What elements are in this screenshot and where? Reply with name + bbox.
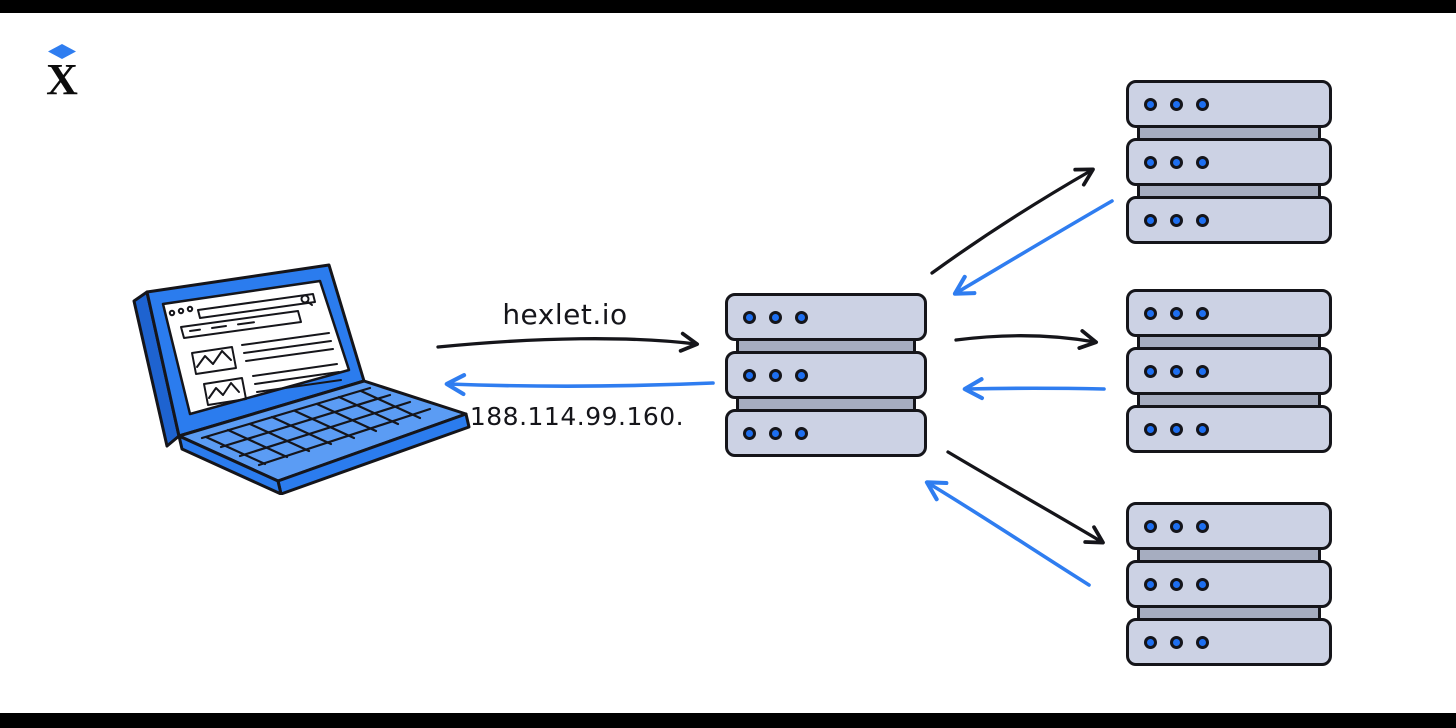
- toolbar-dash: [211, 325, 227, 329]
- server-unit: [1126, 502, 1332, 550]
- arrow-request-dns-to-server-bottom: [946, 450, 1105, 545]
- server-led-dot: [1144, 635, 1157, 649]
- request-label: hexlet.io: [502, 298, 628, 331]
- server-led-dot: [1196, 519, 1209, 533]
- text-line: [252, 363, 338, 377]
- upstream-server-stack-bottom: [1126, 502, 1332, 666]
- server-led-dot: [1144, 364, 1157, 378]
- server-led-dot: [743, 310, 756, 324]
- server-led-dot: [1170, 97, 1183, 111]
- server-unit: [725, 409, 927, 457]
- server-unit: [1126, 618, 1332, 666]
- server-led-dot: [1196, 155, 1209, 169]
- thumbnail-chart-box: [191, 346, 237, 375]
- upstream-server-stack-top: [1126, 80, 1332, 244]
- hexlet-logo: X: [36, 42, 96, 104]
- laptop-base-left-edge: [177, 434, 283, 495]
- server-led-dot: [1170, 422, 1183, 436]
- search-icon-handle: [307, 301, 313, 306]
- arrow-request-dns-to-server-middle: [954, 329, 1099, 350]
- keyboard-grid: [200, 386, 432, 467]
- upstream-server-stack-middle: [1126, 289, 1332, 453]
- letterbox-top-bar: [0, 0, 1456, 13]
- server-led-dot: [1196, 635, 1209, 649]
- client-laptop-illustration: [132, 263, 471, 495]
- browser-toolbar: [180, 310, 302, 339]
- arrow-response-server-bottom-to-dns: [924, 480, 1091, 587]
- server-led-dot: [1170, 635, 1183, 649]
- server-led-dot: [795, 368, 808, 382]
- search-icon: [300, 294, 310, 304]
- server-unit: [725, 293, 927, 341]
- server-led-dot: [795, 426, 808, 440]
- letterbox-bottom-bar: [0, 713, 1456, 728]
- server-led-dot: [743, 368, 756, 382]
- arrow-request-dns-to-server-top: [930, 167, 1095, 275]
- logo-letter: X: [46, 55, 78, 102]
- laptop-screen: [161, 279, 351, 416]
- server-led-dot: [1144, 155, 1157, 169]
- browser-search-bar: [197, 293, 316, 319]
- server-unit: [1126, 560, 1332, 608]
- text-line: [243, 340, 332, 354]
- server-led-dot: [1196, 213, 1209, 227]
- server-led-dot: [1144, 97, 1157, 111]
- server-led-dot: [1196, 364, 1209, 378]
- graduation-cap-icon: [48, 44, 76, 59]
- text-line: [254, 371, 340, 385]
- server-unit: [1126, 80, 1332, 128]
- server-led-dot: [769, 426, 782, 440]
- browser-dot-icon: [177, 307, 185, 315]
- server-led-dot: [1196, 577, 1209, 591]
- browser-dot-icon: [168, 309, 176, 317]
- server-led-dot: [1170, 577, 1183, 591]
- server-unit: [1126, 138, 1332, 186]
- thumbnail-chart-box: [203, 377, 247, 406]
- dns-server-stack: [725, 293, 927, 457]
- server-led-dot: [1196, 306, 1209, 320]
- toolbar-dash: [189, 328, 201, 332]
- server-led-dot: [1144, 577, 1157, 591]
- server-unit: [1126, 405, 1332, 453]
- arrow-response-dns-to-client: [444, 373, 715, 397]
- browser-dot-icon: [186, 305, 194, 313]
- browser-window-sketch: [168, 293, 342, 406]
- server-led-dot: [769, 310, 782, 324]
- server-led-dot: [1170, 519, 1183, 533]
- thumbnail-chart-line: [208, 382, 240, 399]
- server-led-dot: [795, 310, 808, 324]
- server-unit: [1126, 289, 1332, 337]
- text-line: [241, 332, 330, 346]
- server-led-dot: [743, 426, 756, 440]
- server-led-dot: [1144, 213, 1157, 227]
- server-led-dot: [1170, 155, 1183, 169]
- server-unit: [1126, 196, 1332, 244]
- server-led-dot: [769, 368, 782, 382]
- server-led-dot: [1170, 306, 1183, 320]
- server-led-dot: [1170, 364, 1183, 378]
- text-line: [256, 379, 342, 393]
- server-led-dot: [1196, 422, 1209, 436]
- response-label: 188.114.99.160.: [469, 402, 685, 431]
- arrow-response-server-middle-to-dns: [962, 377, 1106, 401]
- server-led-dot: [1144, 306, 1157, 320]
- server-led-dot: [1196, 97, 1209, 111]
- toolbar-dash: [237, 321, 255, 326]
- hexlet-logo-graphic: X: [46, 44, 78, 104]
- text-line: [245, 348, 334, 362]
- server-led-dot: [1170, 213, 1183, 227]
- server-led-dot: [1144, 422, 1157, 436]
- server-unit: [1126, 347, 1332, 395]
- arrow-response-server-top-to-dns: [952, 199, 1114, 296]
- server-led-dot: [1144, 519, 1157, 533]
- thumbnail-chart-line: [196, 350, 232, 368]
- server-unit: [725, 351, 927, 399]
